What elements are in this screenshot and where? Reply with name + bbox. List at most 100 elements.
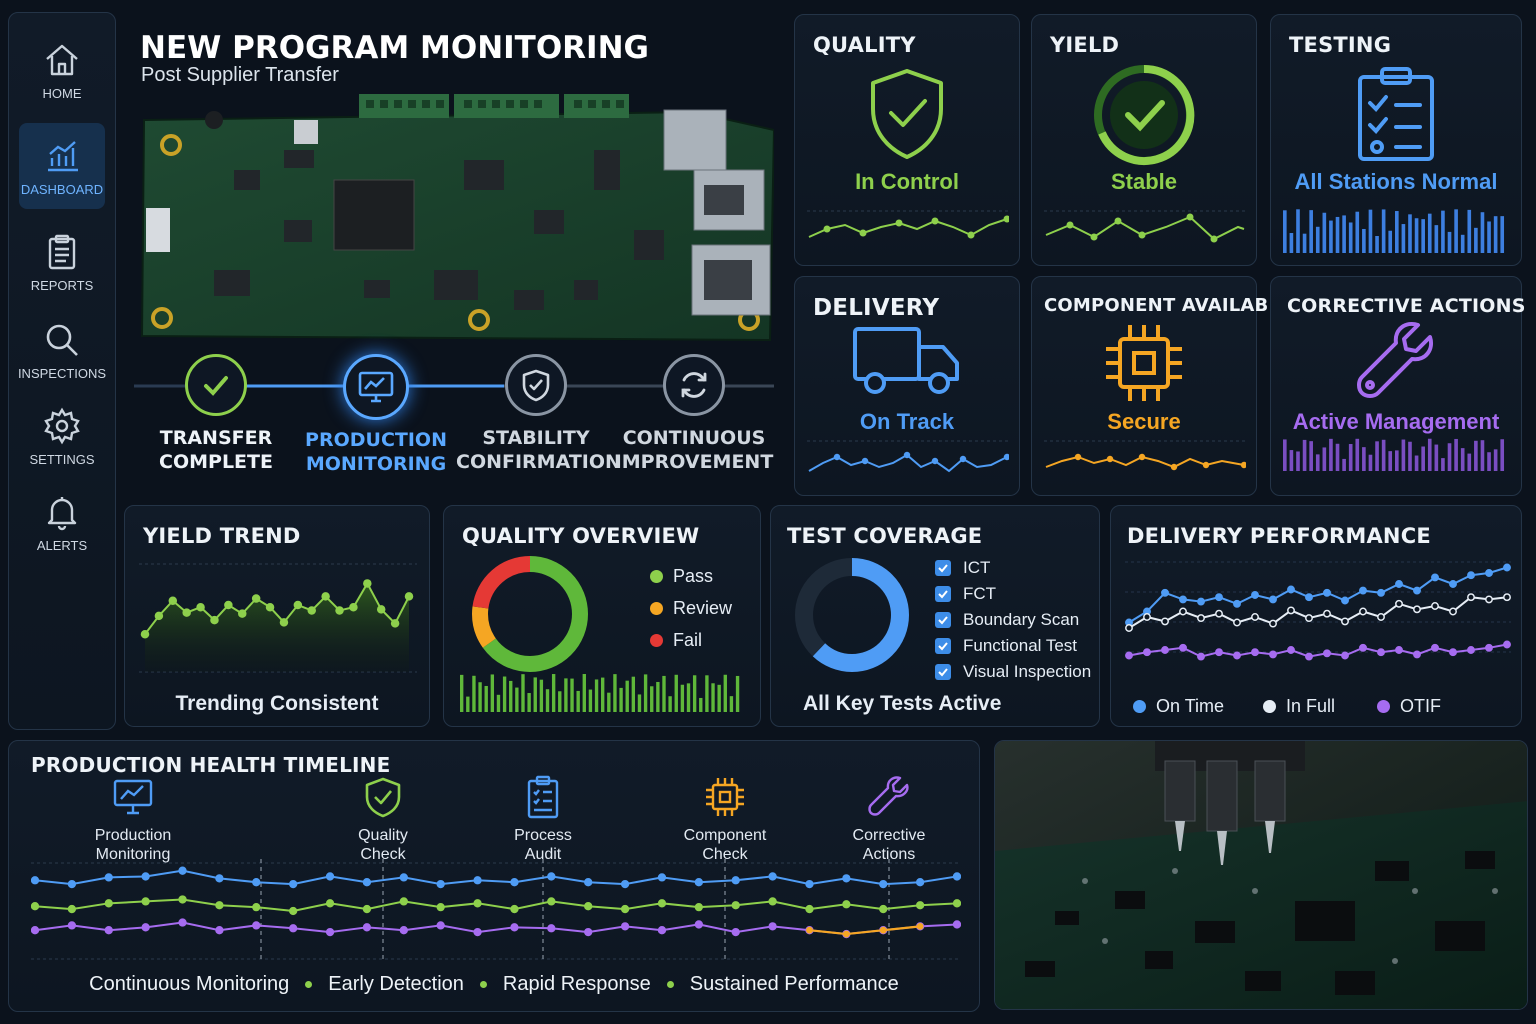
pick-and-place-photo	[994, 740, 1528, 1010]
bar-mark	[656, 681, 660, 712]
timeline-series-2-point	[178, 918, 187, 927]
timeline-series-0-point	[67, 879, 77, 889]
kpi-card-quality[interactable]: QUALITY In Control	[794, 14, 1020, 266]
marker-label-line2: Audit	[524, 846, 562, 863]
step-label-line1: PRODUCTION	[305, 429, 447, 451]
kpi-card-delivery[interactable]: DELIVERY On Track	[794, 276, 1020, 496]
timeline-series-2-point	[31, 926, 40, 935]
timeline-chart	[31, 859, 961, 963]
machine-image	[995, 741, 1527, 1009]
shield-icon	[505, 354, 567, 416]
bar-mark	[1474, 227, 1478, 253]
nav-dashboard[interactable]: DASHBOARD	[19, 123, 105, 209]
coverage-item-ict[interactable]: ICT	[935, 558, 990, 578]
kpi-card-component-availability[interactable]: COMPONENT AVAILABILITY Secure	[1031, 276, 1319, 496]
timeline-series-0-point	[842, 874, 851, 883]
coverage-item-visual-inspection[interactable]: Visual Inspection	[935, 662, 1091, 682]
nav-reports[interactable]: REPORTS	[19, 219, 105, 305]
bar-mark	[1322, 212, 1327, 253]
delivery-series-1-point	[1215, 609, 1223, 618]
legend-dot	[1377, 700, 1390, 713]
kpi-card-testing[interactable]: TESTING All Stations Normal	[1270, 14, 1522, 266]
bar-mark	[1447, 231, 1452, 253]
bar-mark	[1289, 233, 1294, 253]
separator-dot	[666, 981, 674, 988]
coverage-item-fct[interactable]: FCT	[935, 584, 996, 604]
delivery-sparkline	[807, 440, 1009, 473]
timeline-series-0-point	[362, 878, 372, 887]
legend-dot	[650, 634, 663, 647]
bar-mark	[466, 696, 470, 712]
delivery-series-0-point	[1323, 588, 1331, 597]
timeline-series-2-point	[768, 922, 777, 931]
bar-mark	[662, 675, 666, 712]
bar-mark	[692, 675, 697, 712]
test-coverage-donut	[795, 558, 909, 672]
delivery-series-0-point	[1377, 588, 1385, 597]
yield-trend-panel: YIELD TREND Trending Consistent	[124, 505, 430, 727]
clipboard-icon	[527, 775, 559, 819]
coverage-item-functional-test[interactable]: Functional Test	[935, 636, 1077, 656]
bar-mark	[1401, 439, 1406, 471]
delivery-series-1-point	[1125, 624, 1133, 632]
kpi-card-corrective-actions[interactable]: CORRECTIVE ACTIONS Active Management	[1270, 276, 1525, 496]
coverage-item-boundary-scan[interactable]: Boundary Scan	[935, 610, 1079, 630]
bar-mark	[539, 679, 544, 712]
bar-mark	[1296, 451, 1300, 471]
delivery-series-2-point	[1323, 649, 1331, 658]
nav-reports-label: REPORTS	[30, 277, 94, 293]
checkbox-icon	[935, 560, 951, 576]
bar-mark	[1329, 220, 1333, 253]
yield-point	[210, 615, 219, 625]
kpi-title: QUALITY	[813, 33, 916, 57]
legend-dot	[650, 602, 663, 615]
bar-mark	[1348, 444, 1353, 471]
timeline-series-0-point	[325, 872, 335, 881]
timeline-series-1-point	[252, 903, 261, 912]
step-label-line1: CONTINUOUS	[622, 427, 766, 449]
coverage-item-label: FCT	[963, 584, 997, 603]
nav-home[interactable]: HOME	[19, 27, 105, 113]
nav-alerts[interactable]: ALERTS	[19, 479, 105, 565]
delivery-series-1-point	[1305, 614, 1313, 623]
yield-point	[168, 596, 178, 605]
test-coverage-panel: TEST COVERAGE ICT FCT Boundary Scan Func…	[770, 505, 1100, 727]
kpi-card-yield[interactable]: YIELD Stable	[1031, 14, 1257, 266]
bar-mark	[1355, 211, 1360, 253]
timeline-series-2-point	[473, 927, 482, 937]
yield-trend-chart	[139, 563, 417, 673]
step-label-line1: STABILITY	[482, 427, 590, 449]
timeline-series-1-point	[805, 904, 814, 914]
bar-mark	[1493, 449, 1498, 471]
bar-mark	[1355, 438, 1360, 471]
yield-point	[376, 605, 386, 614]
timeline-series-1-line	[34, 898, 958, 913]
delivery-series-2-point	[1359, 643, 1367, 652]
delivery-series-2-point	[1503, 640, 1511, 649]
nav-settings[interactable]: SETTINGS	[19, 393, 105, 479]
delivery-series-2-point	[1377, 648, 1385, 657]
kpi-status: On Track	[859, 409, 955, 434]
bar-mark	[1348, 222, 1353, 253]
pcb-board-image	[140, 94, 774, 342]
panel-title: PRODUCTION HEALTH TIMELINE	[31, 753, 391, 777]
legend-dot	[650, 570, 663, 583]
nav-inspections[interactable]: INSPECTIONS	[18, 307, 106, 393]
timeline-highlight-point	[916, 922, 924, 930]
shield-check-icon	[365, 777, 401, 818]
delivery-series-2-line	[1128, 643, 1508, 658]
bar-mark	[509, 680, 513, 712]
clipboard-check-icon	[1358, 67, 1434, 161]
